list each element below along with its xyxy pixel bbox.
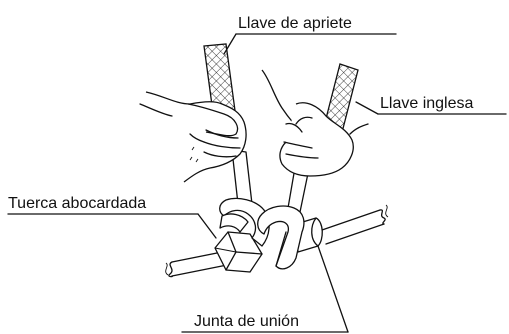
label-flare-nut: Tuerca abocardada	[8, 195, 146, 212]
flare-nut-icon	[214, 231, 263, 273]
label-union-joint: Junta de unión	[194, 313, 299, 330]
label-torque-wrench: Llave de apriete	[238, 15, 352, 32]
right-hand	[261, 69, 369, 177]
torque-wrench-icon	[203, 43, 270, 247]
leader-lines	[7, 33, 507, 333]
label-adjustable-wrench: Llave inglesa	[380, 95, 474, 112]
left-hand	[139, 91, 247, 183]
